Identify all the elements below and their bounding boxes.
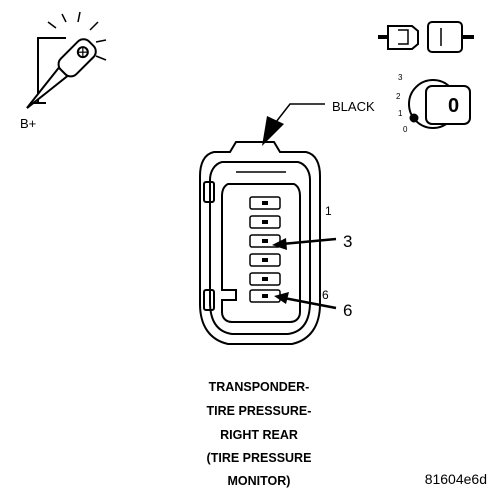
supply-label: B+	[20, 116, 36, 131]
ignition-position-1: 1	[398, 109, 403, 118]
test-light-icon	[26, 11, 107, 109]
ignition-key-label: 0	[448, 95, 459, 117]
connector-color-label: BLACK	[332, 99, 375, 114]
callout-6-label: 6	[343, 301, 352, 320]
terminal-pins	[262, 201, 268, 298]
color-arrowhead	[262, 116, 284, 146]
ignition-position-3: 3	[398, 73, 403, 82]
callout-6-arrowhead	[274, 292, 289, 304]
terminal-cavities	[249, 196, 281, 303]
callout-6-line	[283, 296, 337, 310]
callout-3-label: 3	[343, 232, 352, 251]
ignition-position-2: 2	[396, 92, 401, 101]
callout-3-arrowhead	[272, 238, 287, 250]
ignition-position-0: 0	[403, 125, 408, 134]
pin-label-6: 6	[322, 288, 329, 302]
light-rays-icon	[47, 11, 107, 61]
caption-line-2: TIRE PRESSURE-	[207, 404, 312, 418]
connector-body	[199, 141, 321, 345]
caption: TRANSPONDER- TIRE PRESSURE- RIGHT REAR (…	[207, 380, 312, 488]
caption-line-5: MONITOR)	[228, 474, 291, 488]
caption-line-1: TRANSPONDER-	[209, 380, 310, 394]
ignition-key-icon	[408, 79, 471, 129]
caption-line-3: RIGHT REAR	[220, 428, 298, 442]
figure-id: 81604e6d	[425, 471, 487, 487]
color-leader-line	[275, 103, 325, 123]
disconnected-connector-icon	[378, 21, 474, 53]
callout-3-line	[281, 237, 337, 246]
pin-label-1: 1	[325, 204, 332, 218]
caption-line-4: (TIRE PRESSURE	[207, 451, 312, 465]
